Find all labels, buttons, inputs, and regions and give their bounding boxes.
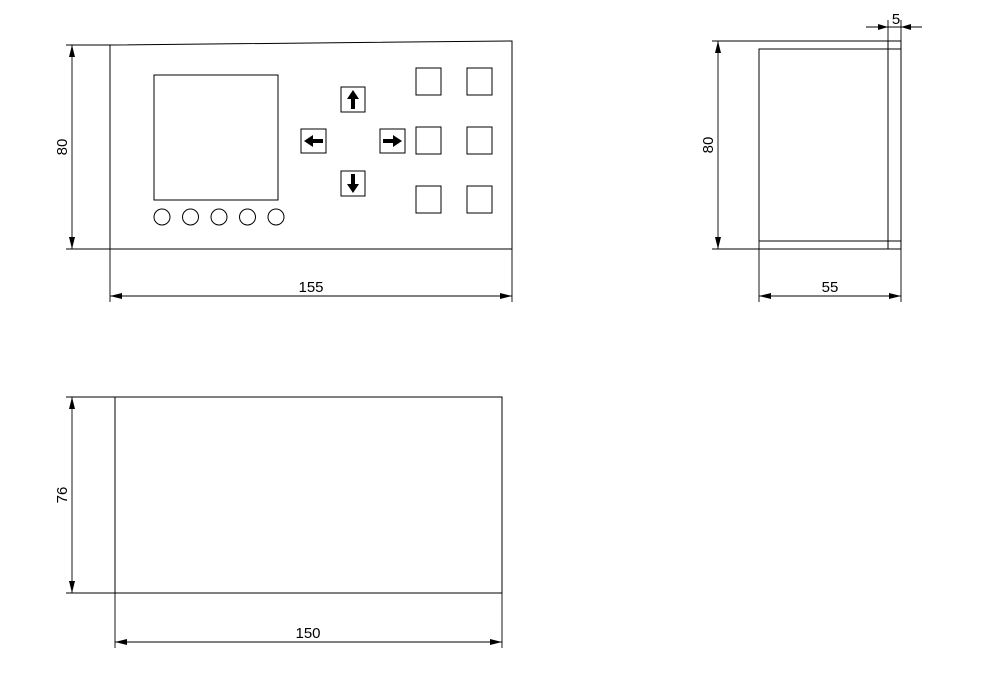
arrow-down-icon <box>347 174 359 193</box>
cutout-width-label: 150 <box>295 625 320 642</box>
led-indicator <box>153 208 171 226</box>
function-keys <box>415 67 493 214</box>
side-view: 80 55 5 <box>700 11 922 302</box>
led-indicators <box>153 208 285 226</box>
arrow-left-key <box>300 128 327 154</box>
arrow-right-key <box>379 128 406 154</box>
bezel-thickness-label: 5 <box>892 11 900 28</box>
function-key <box>415 126 442 155</box>
function-key <box>415 67 442 96</box>
side-depth-dimension: 55 <box>758 241 902 302</box>
arrow-left-icon <box>304 135 323 147</box>
function-key <box>466 126 493 155</box>
front-height-label: 80 <box>54 139 71 156</box>
arrow-right-icon <box>383 135 402 147</box>
function-key <box>466 67 493 96</box>
led-indicator <box>267 208 285 226</box>
front-width-label: 155 <box>298 279 323 296</box>
side-body-outline <box>758 48 889 242</box>
side-depth-label: 55 <box>822 279 839 296</box>
led-indicator <box>182 208 199 226</box>
cutout-height-label: 76 <box>54 487 71 504</box>
bezel-thickness-dimension: 5 <box>866 11 922 41</box>
cutout-height-dimension: 76 <box>54 396 115 594</box>
front-height-dimension: 80 <box>54 44 110 250</box>
front-width-dimension: 155 <box>109 249 513 302</box>
arrow-up-icon <box>347 90 359 109</box>
led-indicator <box>210 208 228 226</box>
cutout-width-dimension: 150 <box>114 593 503 648</box>
side-height-label: 80 <box>700 137 717 154</box>
arrow-up-key <box>340 86 366 113</box>
cutout-outline <box>114 396 503 594</box>
function-key <box>415 185 442 214</box>
display-screen <box>153 74 279 201</box>
led-indicator <box>239 208 256 226</box>
side-bezel-outline <box>887 40 902 250</box>
cutout-view: 76 150 <box>54 396 503 648</box>
front-view: 80 155 <box>54 40 513 302</box>
side-height-dimension: 80 <box>700 40 888 250</box>
function-key <box>466 185 493 214</box>
arrow-down-key <box>340 170 366 197</box>
